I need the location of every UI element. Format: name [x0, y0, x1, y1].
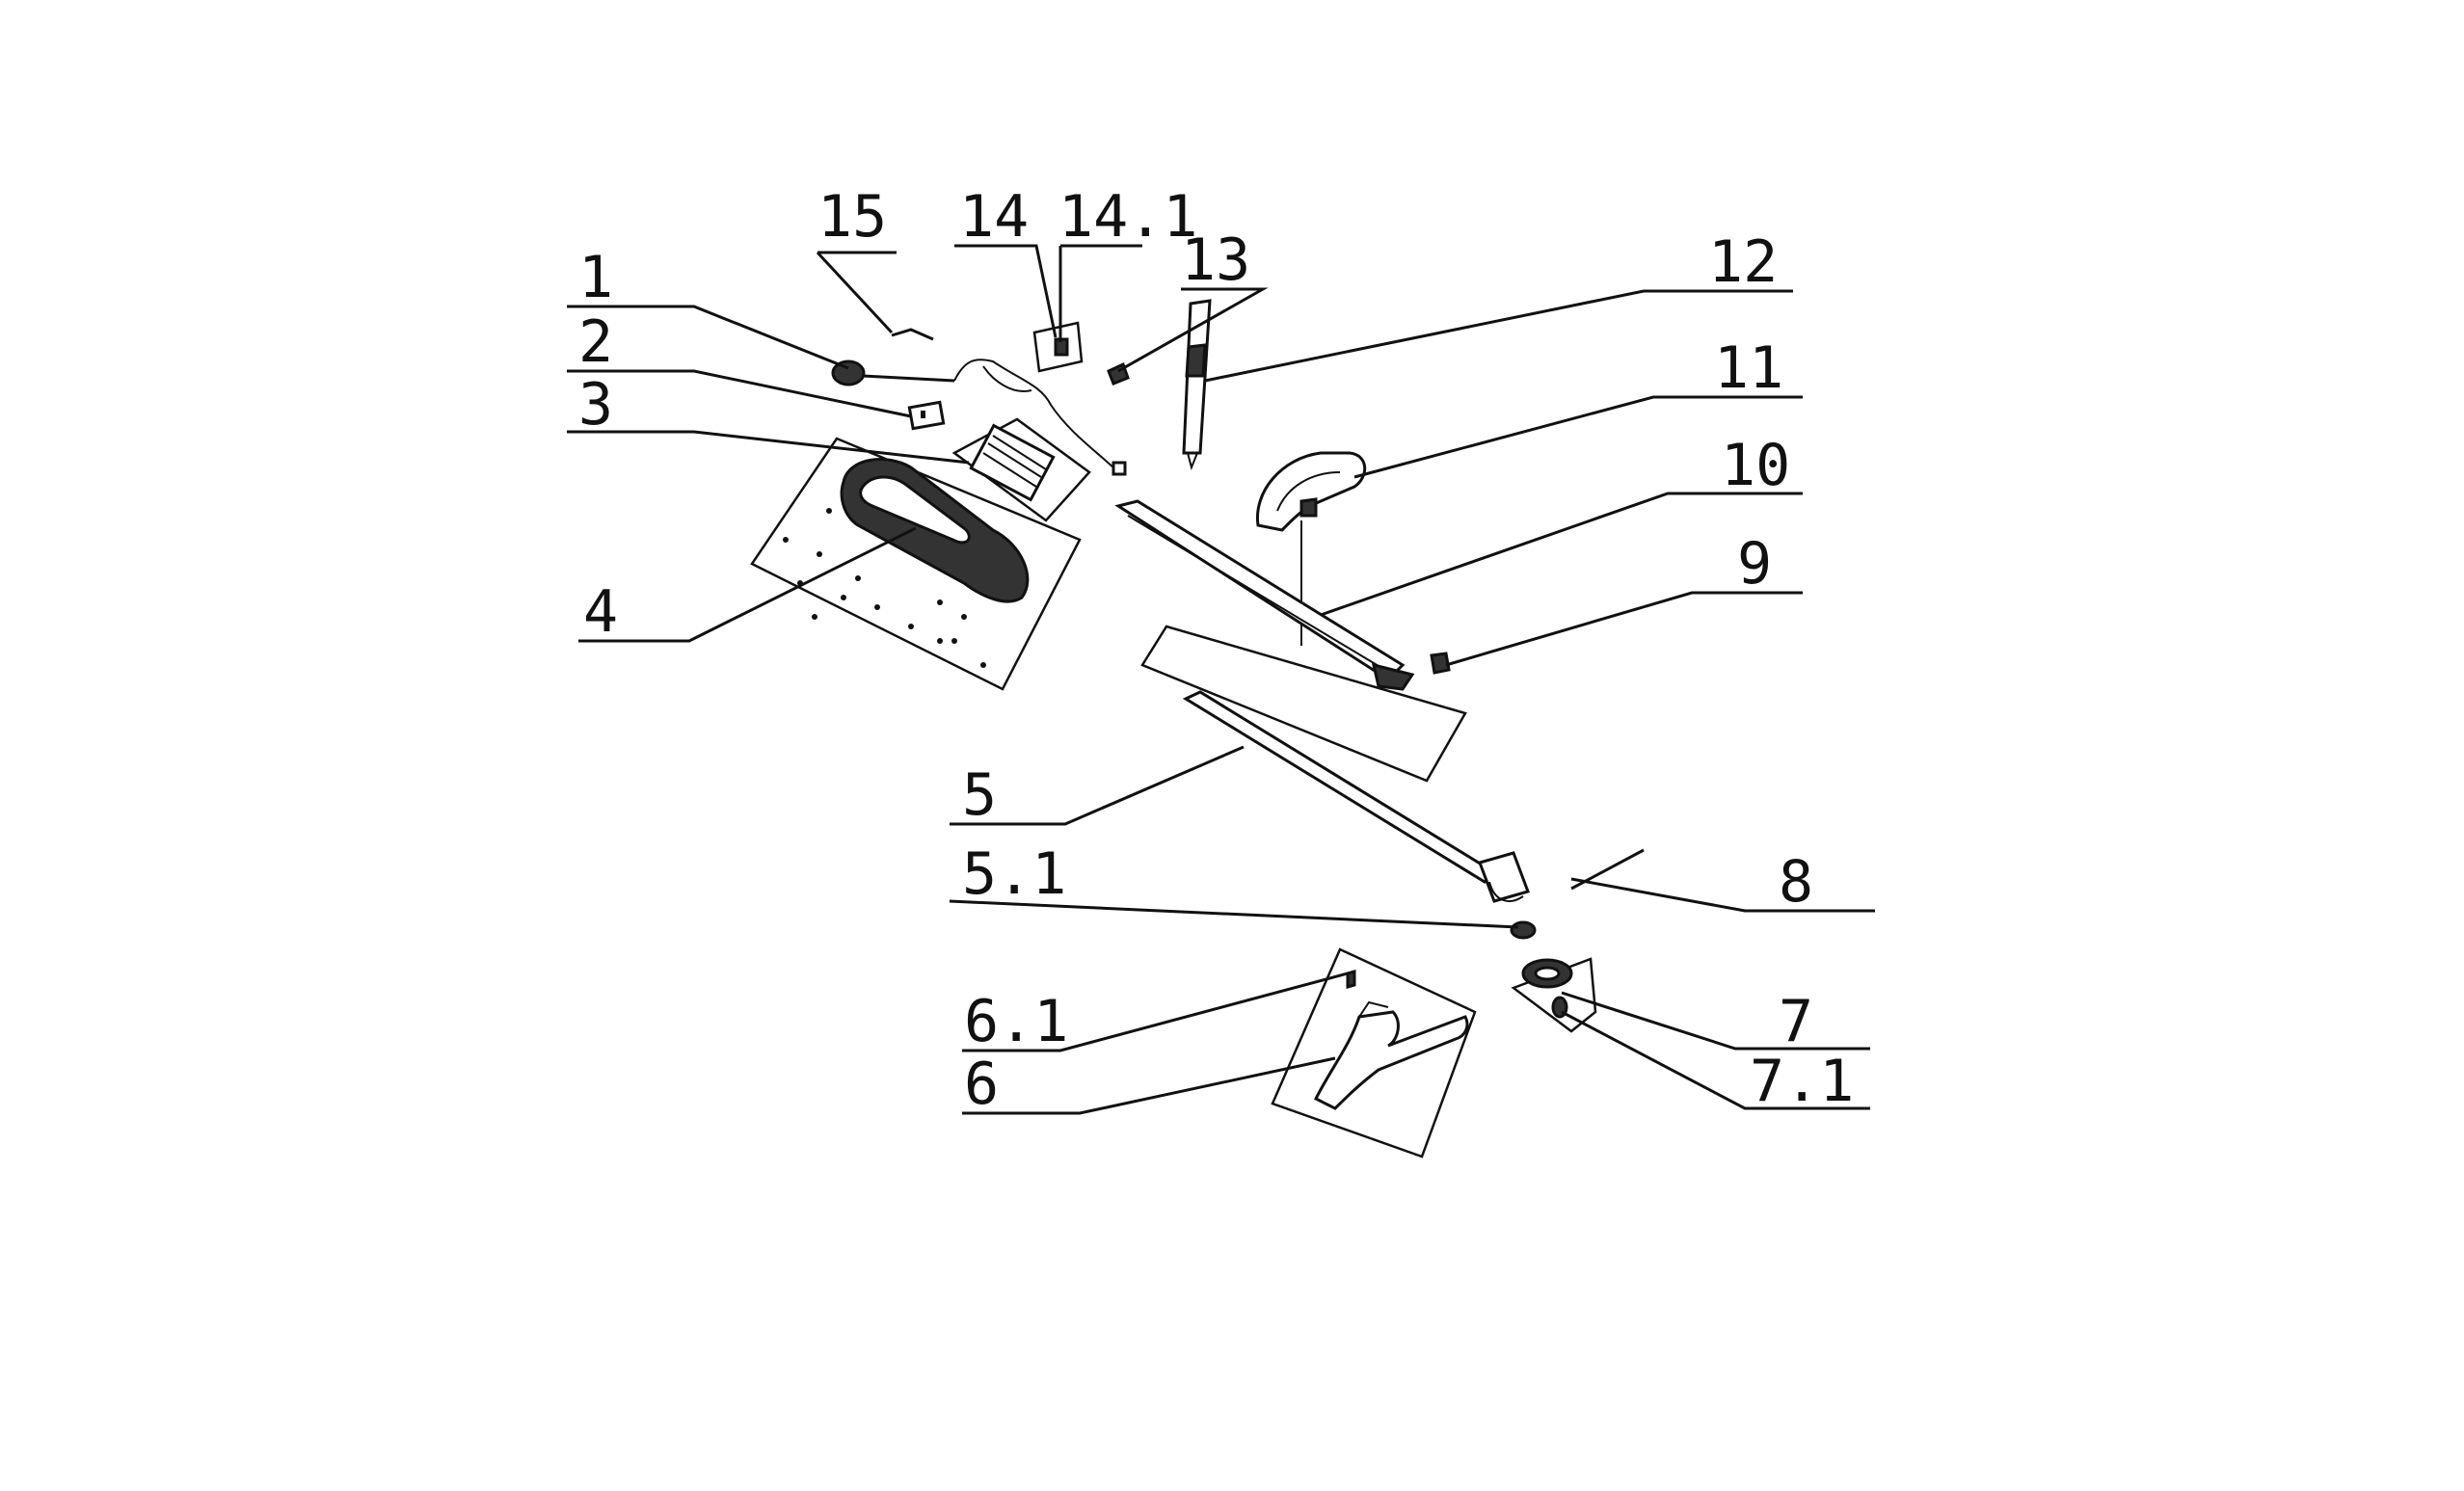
callout-label-5-1: 5.1	[962, 840, 1066, 908]
leader-lines	[567, 244, 1875, 1115]
callout-label-14: 14	[959, 183, 1029, 251]
callout-label-3: 3	[578, 371, 613, 439]
callout-label-4: 4	[583, 578, 618, 646]
part-3-motor	[951, 417, 1091, 522]
part-15-clip	[891, 328, 934, 341]
part-5-1-washer	[1510, 920, 1537, 940]
part-4-screws	[783, 508, 986, 668]
part-14-switch	[1032, 321, 1084, 373]
callout-label-13: 13	[1181, 226, 1250, 294]
callout-label-15: 15	[817, 183, 887, 251]
part-10-upper-shaft	[1114, 499, 1415, 691]
part-4-housing	[750, 437, 1082, 691]
callout-label-7: 7	[1779, 988, 1813, 1055]
callout-label-10: 10	[1721, 432, 1790, 499]
callout-label-8: 8	[1779, 848, 1813, 916]
callout-label-14-1: 14.1	[1058, 183, 1198, 251]
part-1-power-cord	[831, 359, 1127, 476]
part-2-plate	[907, 400, 946, 431]
callout-label-6-1: 6.1	[964, 988, 1068, 1055]
callout-labels: 1 2 3 4 5 5.1 6 6.1 7 7.1 8 9 10 11 12 1…	[578, 183, 1854, 1118]
callout-label-2: 2	[578, 308, 613, 376]
part-5-lower-shaft	[1140, 625, 1530, 903]
callout-label-5: 5	[962, 761, 997, 829]
part-9-knob	[1430, 652, 1451, 675]
callout-label-7-1: 7.1	[1750, 1048, 1854, 1115]
callout-label-9: 9	[1737, 530, 1772, 598]
part-6-guard	[1271, 947, 1477, 1158]
part-12-strap	[1182, 299, 1212, 471]
callout-label-11: 11	[1714, 334, 1783, 402]
callout-label-12: 12	[1708, 228, 1778, 296]
callout-label-1: 1	[578, 244, 613, 311]
part-8-line	[1570, 848, 1645, 891]
part-7-spool	[1511, 957, 1597, 1033]
callout-label-6: 6	[964, 1051, 999, 1118]
